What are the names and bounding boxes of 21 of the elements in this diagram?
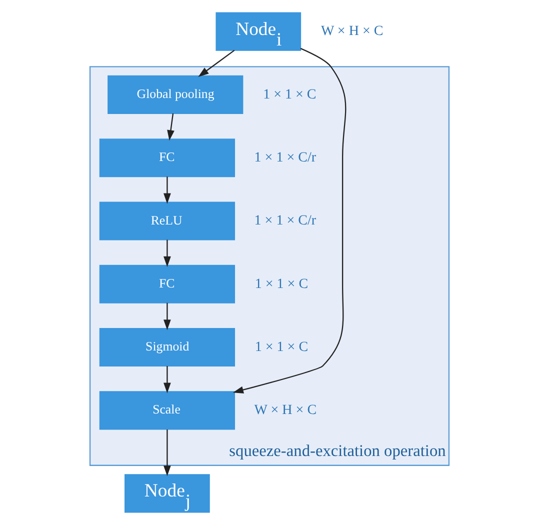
arrow [164,302,171,330]
node-label: 1 × 1 × C/r [254,212,316,229]
node-box: Scale [99,391,236,430]
node-label: 1 × 1 × C [254,338,308,355]
node-box: FC [99,138,236,178]
arrow [198,50,235,77]
node-box: Global pooling [108,75,244,114]
arrow [167,113,174,141]
node-label: W × H × C [320,23,384,40]
node-label: 1 × 1 × C/r [254,149,316,166]
node-label: W × H × C [254,402,317,418]
node-label: 1 × 1 × C [263,86,316,102]
node-label: 1 × 1 × C [254,276,308,292]
node-box: Sigmoid [99,328,236,367]
node-box: ReLU [99,202,236,240]
arrow [164,429,171,476]
node-box: FC [99,264,236,304]
arrow [232,48,346,394]
arrow [164,366,171,394]
arrow [164,240,171,267]
arrow [164,176,171,204]
